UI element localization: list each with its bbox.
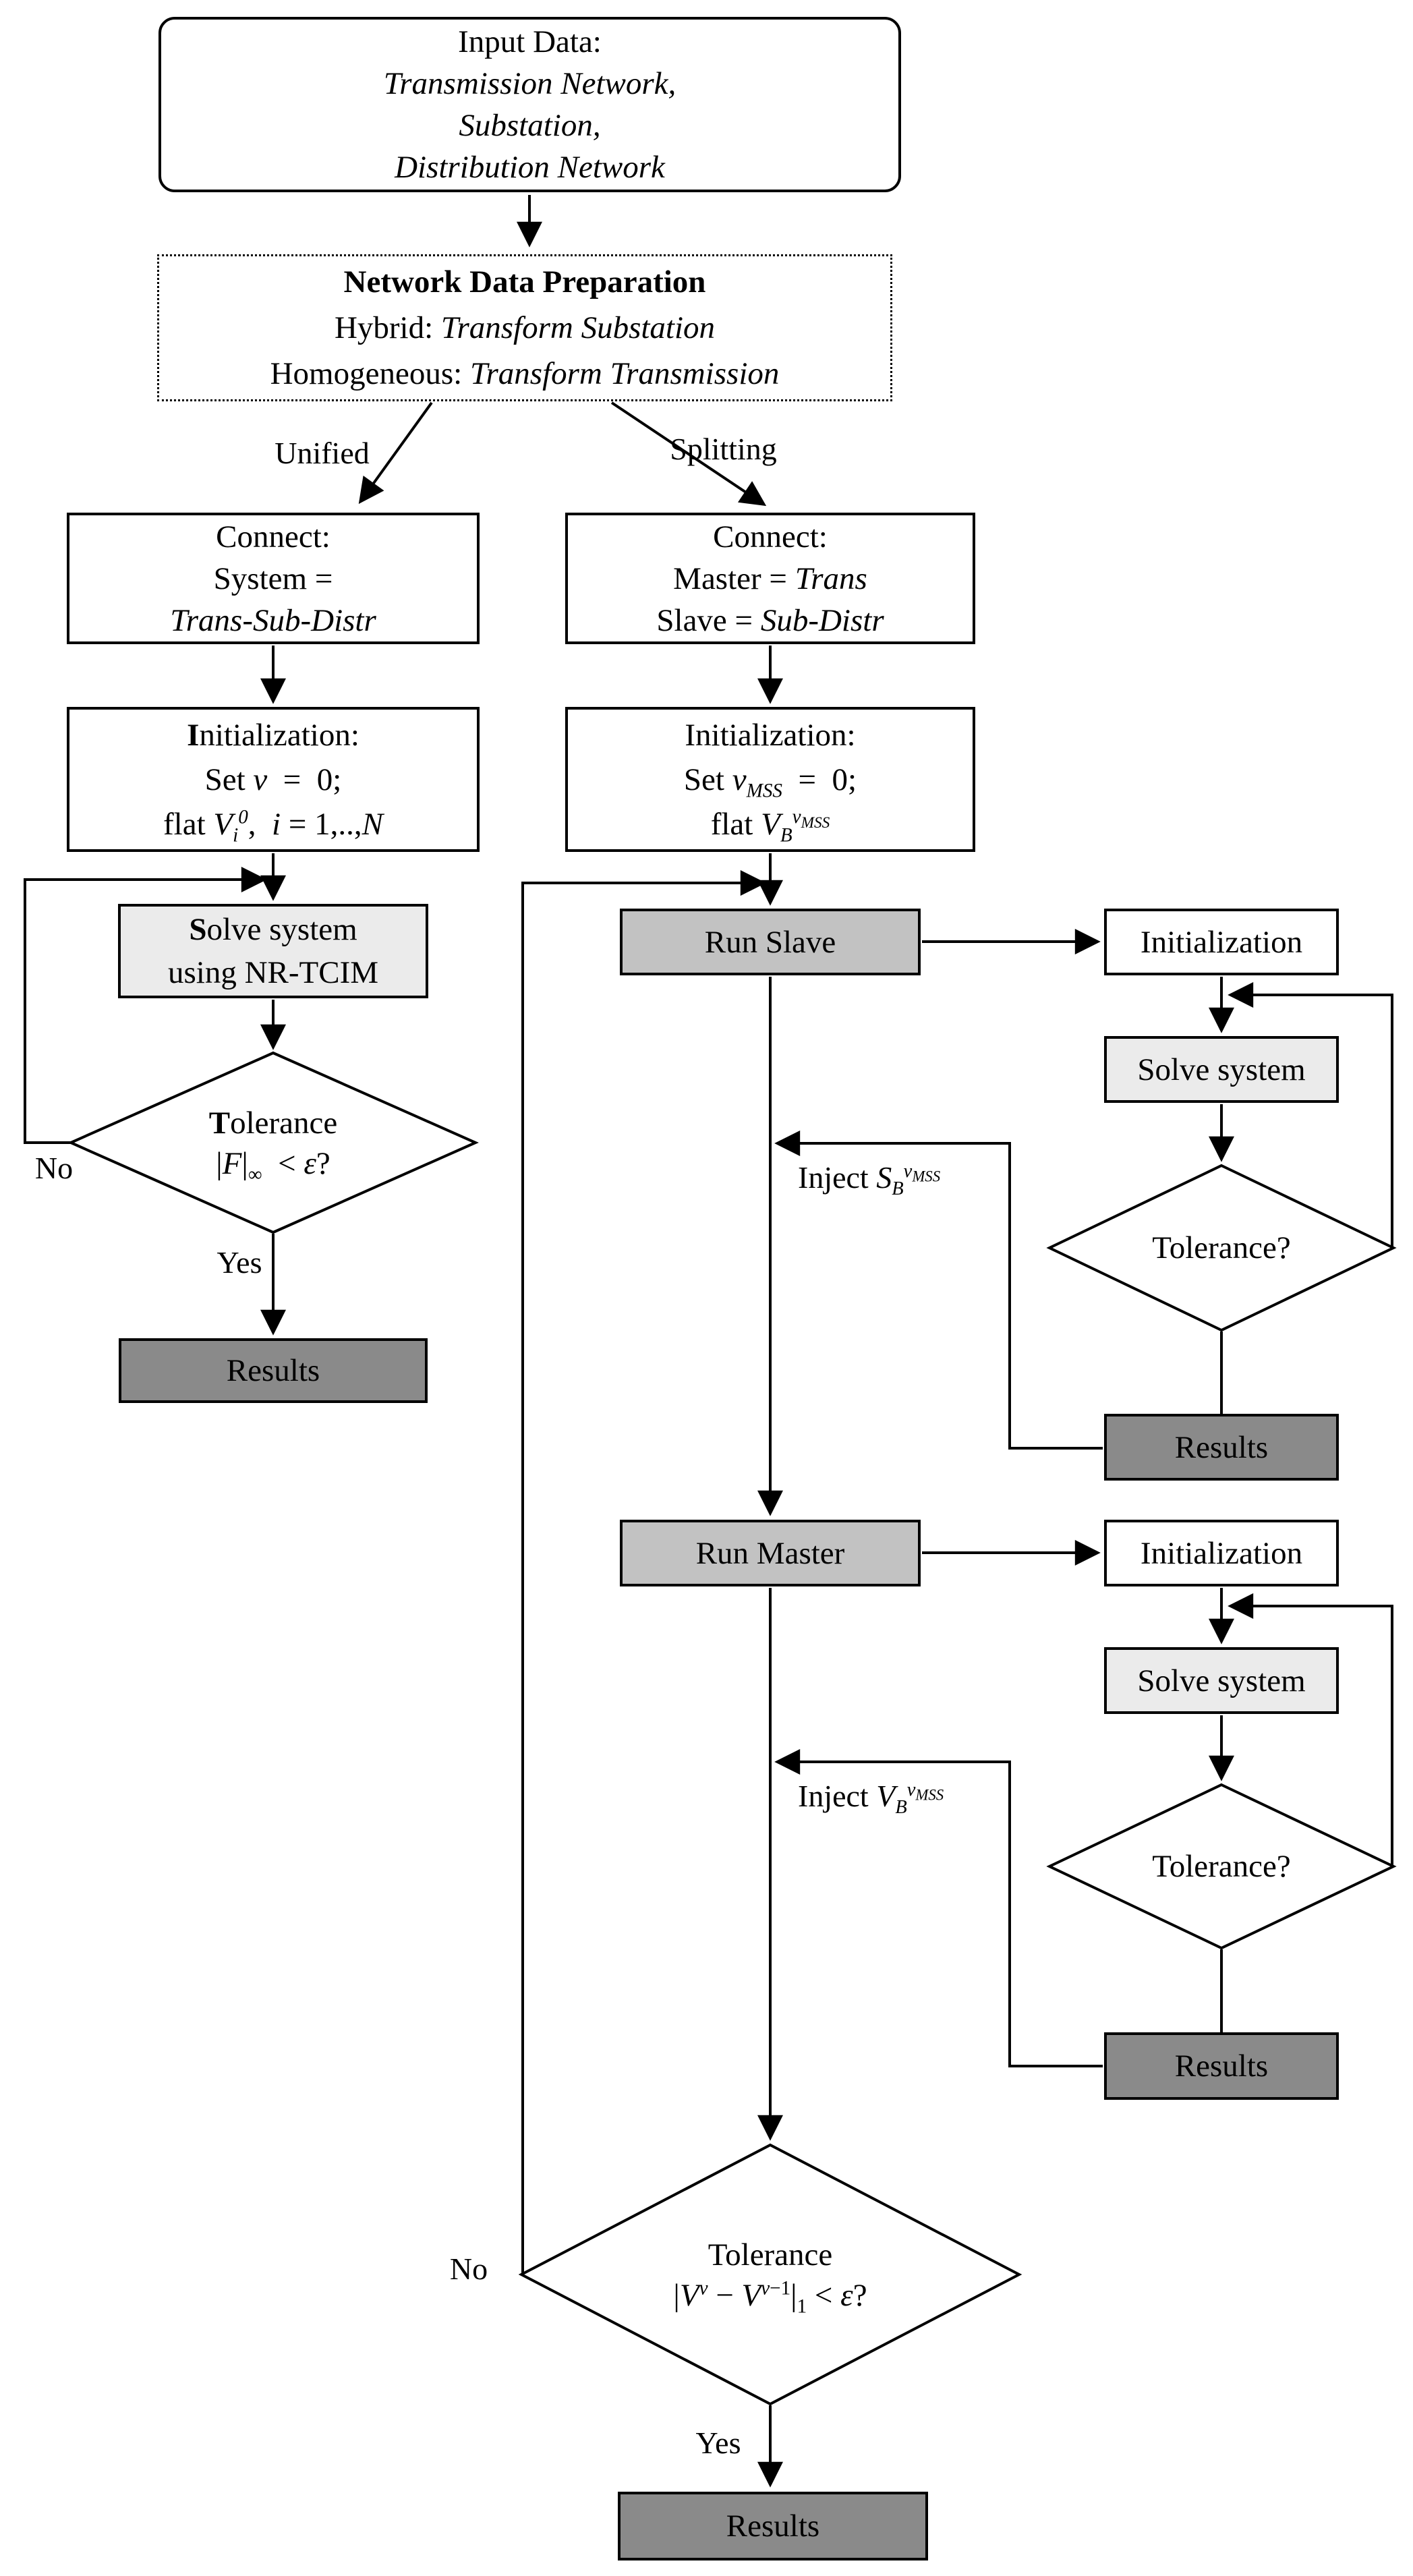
run-slave-box: Run Slave [620, 909, 921, 975]
tolerance-unified-line2: |F|∞ < ε? [216, 1146, 330, 1186]
arrow-inject-s [774, 1130, 1103, 1450]
loop-no-unified [24, 867, 267, 1144]
run-master-box: Run Master [620, 1520, 921, 1586]
results-final-label: Results [726, 2509, 820, 2544]
loop-tolerance-slave [1228, 982, 1393, 1247]
input-line4: Distribution Network [395, 150, 665, 185]
edge-label-no-final: No [449, 2252, 488, 2286]
init-unified-line3: flat Vi0, i = 1,..,N [163, 805, 383, 846]
edge-label-no-unified: No [34, 1151, 74, 1185]
connect-unified-box: Connect: System = Trans-Sub-Distr [67, 513, 480, 644]
connect-splitting-box: Connect: Master = Trans Slave = Sub-Dist… [565, 513, 975, 644]
connect-unified-line3: Trans-Sub-Distr [170, 602, 376, 638]
tolerance-slave-text: Tolerance? [1106, 1228, 1337, 1268]
tolerance-master-label: Tolerance? [1152, 1849, 1291, 1884]
initialization-master-box: Initialization [1104, 1520, 1339, 1586]
init-unified-line2: Set ν = 0; [204, 762, 342, 797]
run-master-label: Run Master [695, 1535, 845, 1571]
branch-label-splitting: Splitting [670, 432, 777, 466]
results-slave-label: Results [1174, 1429, 1269, 1465]
connect-unified-line2: System = [213, 561, 333, 596]
input-data-box: Input Data: Transmission Network, Substa… [158, 17, 901, 192]
tolerance-final-diamond [518, 2143, 1022, 2406]
tolerance-master-text: Tolerance? [1106, 1846, 1337, 1887]
arrow-prep-to-connect-unified [358, 401, 433, 505]
solve-master-label: Solve system [1137, 1663, 1306, 1698]
results-unified-label: Results [226, 1353, 320, 1388]
init-unified-line1: Initialization: [187, 717, 359, 753]
results-unified-box: Results [119, 1338, 428, 1403]
init-slave-label: Initialization [1140, 924, 1303, 960]
solve-unified-line1: Solve system [189, 912, 357, 947]
results-master-box: Results [1104, 2032, 1339, 2100]
connect-splitting-line1: Connect: [713, 519, 828, 554]
init-splitting-line1: Initialization: [685, 717, 856, 753]
init-master-label: Initialization [1140, 1535, 1303, 1571]
solve-unified-line2: using NR-TCIM [167, 955, 379, 990]
tolerance-unified-diamond [67, 1051, 479, 1234]
loop-tolerance-master [1228, 1593, 1393, 1865]
edge-label-yes-unified: Yes [217, 1245, 262, 1280]
connect-unified-line1: Connect: [216, 519, 330, 554]
tolerance-slave-diamond [1046, 1164, 1397, 1332]
tolerance-master-diamond [1046, 1783, 1397, 1950]
connect-splitting-line3: Slave = Sub-Distr [656, 602, 884, 638]
tolerance-final-text: Tolerance |Vν − Vν−1|1 < ε? [580, 2223, 960, 2327]
edge-label-yes-final: Yes [695, 2426, 741, 2460]
solve-system-master-box: Solve system [1104, 1647, 1339, 1714]
run-slave-label: Run Slave [704, 924, 836, 960]
tolerance-final-line1: Tolerance [708, 2237, 833, 2272]
input-line3: Substation, [459, 108, 601, 143]
init-splitting-line2: Set νMSS = 0; [683, 762, 857, 801]
input-line2: Transmission Network, [383, 66, 676, 101]
initialization-splitting-box: Initialization: Set νMSS = 0; flat VBνMS… [565, 707, 975, 852]
init-splitting-line3: flat VBνMSS [710, 805, 830, 846]
branch-label-unified: Unified [275, 436, 370, 470]
edge-label-inject-s: Inject SBνMSS [798, 1160, 941, 1200]
solve-system-slave-box: Solve system [1104, 1036, 1339, 1103]
input-line1: Input Data: [458, 24, 602, 59]
arrow-inject-v [774, 1749, 1103, 2067]
prep-homogeneous-line: Homogeneous: Transform Transmission [270, 356, 780, 391]
tolerance-final-line2: |Vν − Vν−1|1 < ε? [673, 2277, 867, 2317]
prep-hybrid-line: Hybrid: Transform Substation [334, 310, 716, 345]
tolerance-slave-label: Tolerance? [1152, 1230, 1291, 1265]
network-data-preparation-box: Network Data Preparation Hybrid: Transfo… [157, 254, 892, 401]
initialization-slave-box: Initialization [1104, 909, 1339, 975]
tolerance-unified-line1: Tolerance [208, 1106, 338, 1141]
solve-slave-label: Solve system [1137, 1052, 1306, 1087]
prep-title: Network Data Preparation [343, 264, 706, 299]
arrow-prep-to-connect-splitting [610, 401, 767, 507]
results-master-label: Results [1174, 2049, 1269, 2084]
loop-no-final [521, 870, 766, 2273]
results-slave-box: Results [1104, 1414, 1339, 1481]
solve-system-unified-box: Solve system using NR-TCIM [118, 904, 428, 998]
tolerance-unified-text: Tolerance |F|∞ < ε? [138, 1079, 408, 1207]
results-final-box: Results [618, 2492, 928, 2560]
initialization-unified-box: Initialization: Set ν = 0; flat Vi0, i =… [67, 707, 480, 852]
edge-label-inject-v: Inject VBνMSS [798, 1779, 944, 1819]
connect-splitting-line2: Master = Trans [673, 561, 867, 596]
